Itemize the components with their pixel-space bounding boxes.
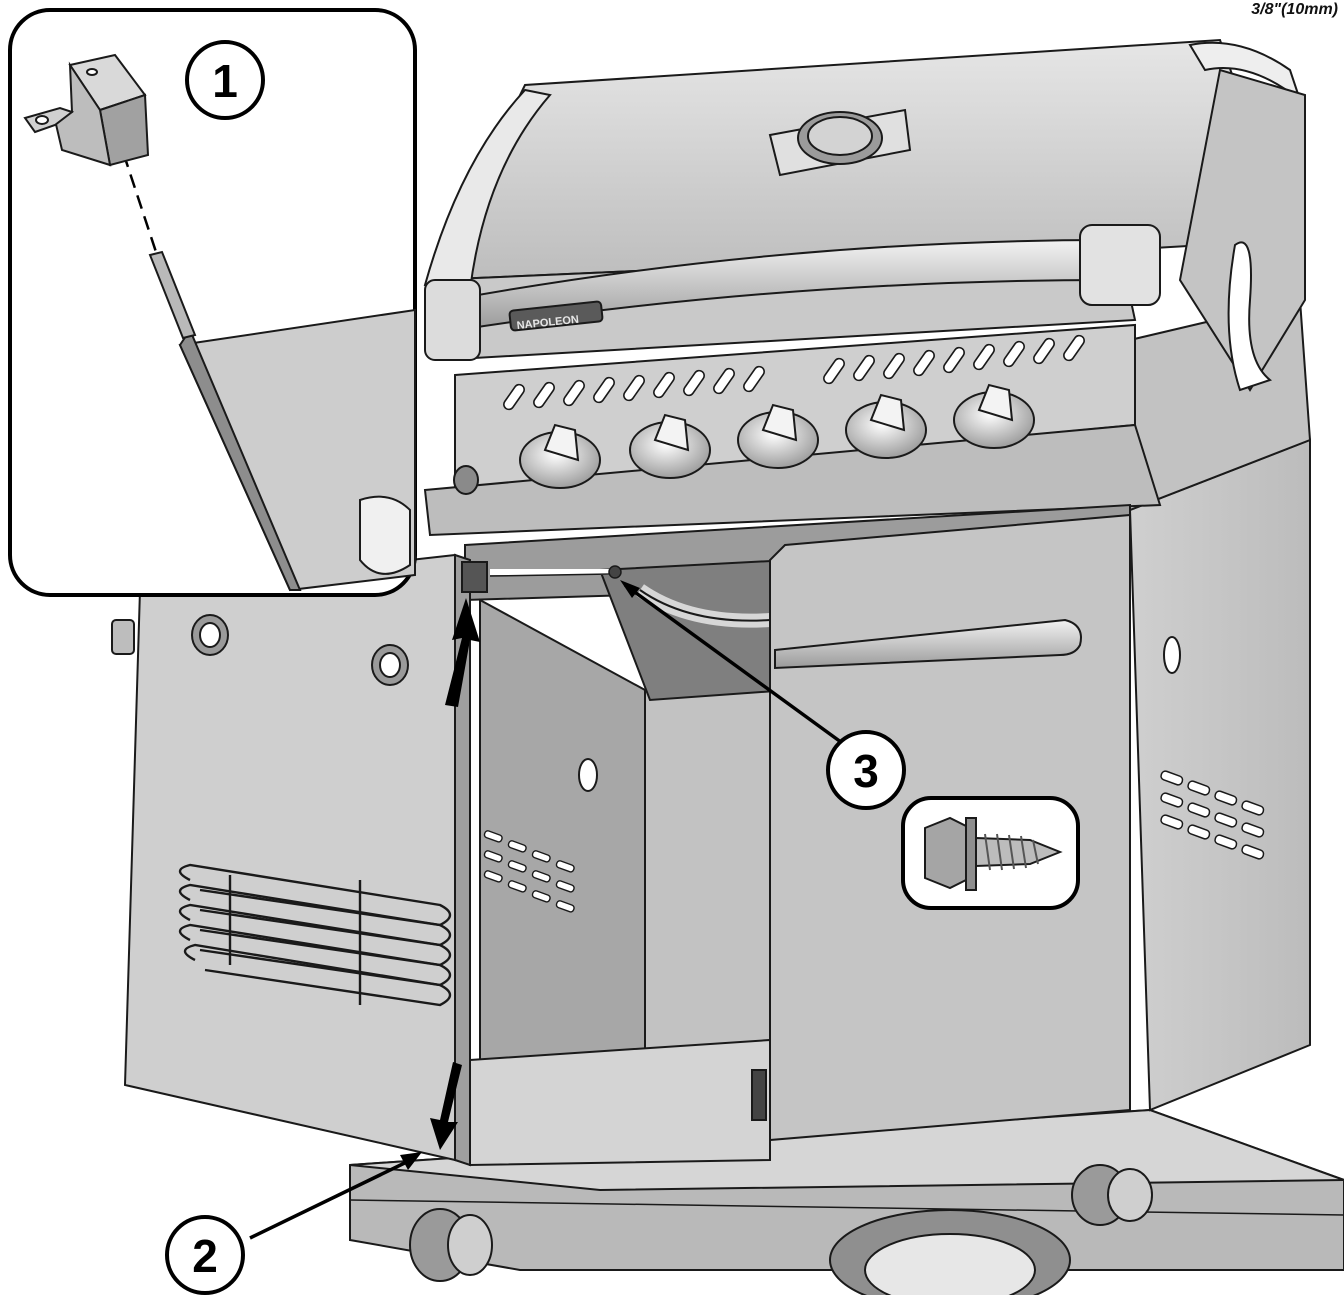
callout-2-label: 2 [192, 1230, 218, 1282]
callout-1-label: 1 [212, 55, 238, 107]
callout-3: 3 [489, 565, 906, 810]
detail-inset-1: 1 [8, 8, 417, 597]
control-panel [423, 323, 1162, 537]
grill-lid [423, 38, 1306, 392]
screw-detail [901, 796, 1080, 910]
cabinet-right-side [1128, 298, 1312, 1112]
callout-2: 2 [165, 1152, 422, 1295]
arrow-down-icon [430, 1062, 462, 1150]
cabinet-left-door [111, 553, 488, 1167]
screw-icon [924, 816, 1063, 891]
burner-knobs [519, 383, 1035, 489]
callout-3-label: 3 [853, 745, 879, 797]
bracket-icon [23, 53, 150, 167]
arrow-up-icon [445, 598, 480, 707]
screw-size-note: 3/8"(10mm) [1251, 1, 1338, 18]
